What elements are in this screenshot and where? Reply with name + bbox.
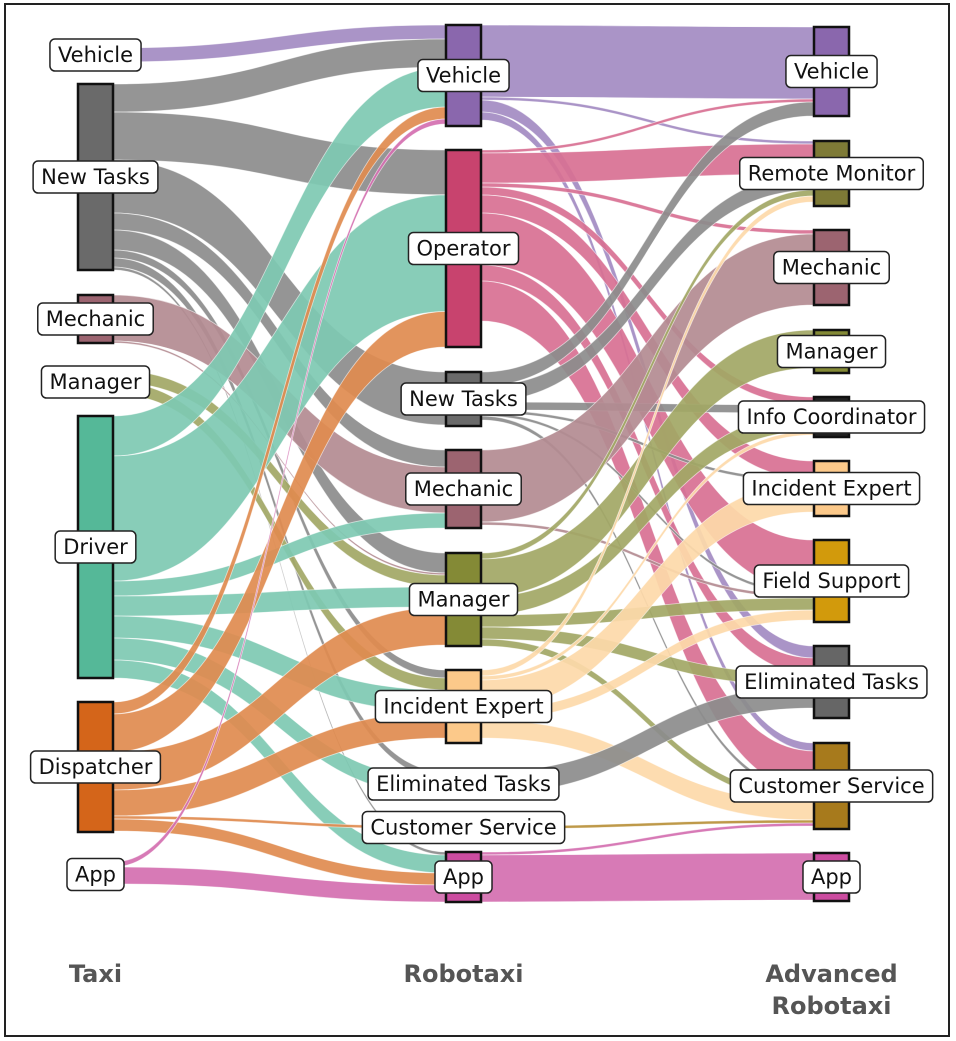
flow-link-r_vehicle-to-a_vehicle: [480, 24, 815, 100]
node-label-t_app: App: [66, 857, 125, 892]
node-label-box: [785, 54, 878, 89]
flow-link-r_app-to-a_app: [480, 852, 815, 903]
node-label-text: New Tasks: [409, 387, 518, 411]
node-label-box: [737, 400, 926, 434]
node-label-box: [417, 58, 510, 93]
node-label-box: [32, 160, 159, 194]
node-label-box: [37, 302, 154, 336]
node-label-a_remote: Remote Monitor: [738, 156, 925, 191]
node-label-text: App: [75, 863, 116, 887]
node-label-text: Driver: [63, 535, 128, 559]
node-label-box: [738, 156, 925, 191]
column-title-robo: Robotaxi: [403, 960, 523, 988]
node-label-t_newtasks: New Tasks: [32, 160, 159, 194]
node-label-box: [735, 665, 928, 699]
node-label-text: Manager: [49, 370, 141, 394]
node-label-text: Mechanic: [46, 307, 145, 331]
node-label-t_dispatcher: Dispatcher: [29, 750, 162, 784]
links-layer: [112, 24, 815, 903]
node-label-box: [407, 231, 520, 266]
node-label-text: App: [443, 865, 484, 889]
node-label-box: [29, 750, 162, 784]
node-label-text: Remote Monitor: [748, 162, 916, 186]
node-label-t_manager: Manager: [40, 365, 151, 399]
node-label-box: [802, 860, 861, 894]
node-label-a_incident: Incident Expert: [742, 471, 921, 506]
node-label-text: Vehicle: [58, 43, 133, 67]
node-label-r_customer: Customer Service: [361, 810, 566, 845]
node-label-text: Mechanic: [782, 256, 881, 280]
node-label-text: Eliminated Tasks: [376, 772, 551, 796]
node-label-text: New Tasks: [41, 165, 150, 189]
node-label-text: Incident Expert: [751, 477, 911, 501]
node-label-r_operator: Operator: [407, 231, 520, 266]
node-label-a_mechanic: Mechanic: [773, 250, 890, 285]
node-label-text: Eliminated Tasks: [744, 670, 919, 694]
node-label-box: [408, 582, 519, 617]
node-label-box: [773, 250, 890, 285]
node-label-r_mechanic: Mechanic: [405, 472, 522, 506]
node-label-a_info: Info Coordinator: [737, 400, 926, 434]
node-label-box: [776, 334, 887, 369]
node-label-text: Incident Expert: [383, 695, 543, 719]
node-label-box: [434, 860, 493, 894]
node-label-text: Operator: [417, 237, 511, 261]
node-label-r_newtasks: New Tasks: [400, 382, 527, 416]
node-label-text: Field Support: [762, 569, 900, 593]
node-label-t_mechanic: Mechanic: [37, 302, 154, 336]
node-label-box: [49, 38, 142, 72]
node-label-text: Vehicle: [794, 60, 869, 84]
node-label-r_incident: Incident Expert: [374, 689, 553, 724]
node-label-text: Info Coordinator: [746, 405, 916, 429]
node-label-r_eliminated: Eliminated Tasks: [367, 767, 560, 801]
node-label-box: [361, 810, 566, 845]
node-label-text: Manager: [785, 340, 877, 364]
node-label-box: [66, 857, 125, 892]
node-label-text: Vehicle: [426, 64, 501, 88]
node-label-text: Manager: [417, 588, 509, 612]
node-label-a_field: Field Support: [753, 564, 910, 598]
node-label-t_driver: Driver: [54, 530, 137, 564]
node-label-t_vehicle: Vehicle: [49, 38, 142, 72]
column-title-taxi: Taxi: [69, 960, 122, 988]
node-label-text: Dispatcher: [39, 755, 153, 779]
node-label-a_customer: Customer Service: [729, 769, 934, 803]
node-label-box: [40, 365, 151, 399]
node-label-r_app: App: [434, 860, 493, 894]
node-label-r_vehicle: Vehicle: [417, 58, 510, 93]
node-label-text: Mechanic: [414, 477, 513, 501]
node-label-box: [54, 530, 137, 564]
node-label-text: App: [811, 865, 852, 889]
node-label-a_app: App: [802, 860, 861, 894]
node-label-box: [400, 382, 527, 416]
node-label-box: [742, 471, 921, 506]
node-label-a_vehicle: Vehicle: [785, 54, 878, 89]
node-label-box: [374, 689, 553, 724]
node-label-box: [405, 472, 522, 506]
node-label-box: [729, 769, 934, 803]
node-label-text: Customer Service: [738, 774, 924, 798]
node-label-r_manager: Manager: [408, 582, 519, 617]
node-label-text: Customer Service: [370, 816, 556, 840]
node-label-box: [753, 564, 910, 598]
node-label-a_eliminated: Eliminated Tasks: [735, 665, 928, 699]
node-label-box: [367, 767, 560, 801]
node-label-a_manager: Manager: [776, 334, 887, 369]
